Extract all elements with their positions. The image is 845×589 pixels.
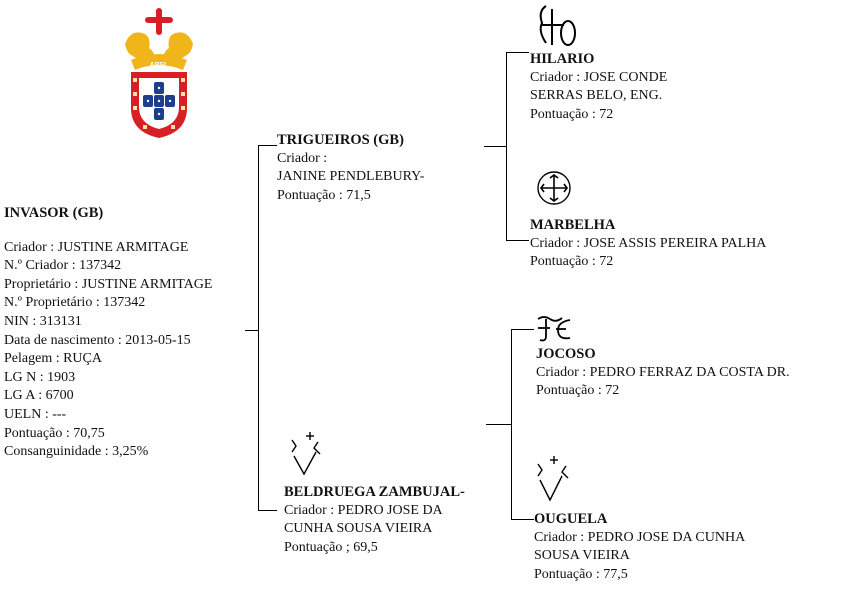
marbelha-brand-mark-icon: [537, 171, 571, 205]
sire-sire-line: Pontuação : 72: [530, 106, 614, 122]
sire-dam-name: MARBELHA: [530, 217, 616, 233]
subject-line: Pontuação : 70,75: [4, 425, 105, 441]
subject-line: Data de nascimento : 2013-05-15: [4, 332, 191, 348]
jocoso-brand-mark-icon: [537, 316, 571, 342]
dam-sire-name: JOCOSO: [536, 346, 596, 362]
dam-dam-line: SOUSA VIEIRA: [534, 548, 630, 564]
sire-line: Pontuação : 71,5: [277, 187, 371, 203]
subject-line: NIN : 313131: [4, 313, 82, 329]
subject-line: Criador : JUSTINE ARMITAGE: [4, 239, 189, 255]
dam-dam-line: Criador : PEDRO JOSE DA CUNHA: [534, 529, 746, 545]
hilario-brand-mark-icon: [539, 5, 576, 46]
sire-line: Criador :: [277, 150, 328, 166]
dam-dam-line: Pontuação : 77,5: [534, 566, 628, 582]
connector-main-bottom: [258, 510, 277, 511]
dam-line: Pontuação ; 69,5: [284, 539, 378, 555]
sire-dam-line: Criador : JOSE ASSIS PEREIRA PALHA: [530, 235, 767, 251]
dam-sire-line: Pontuação : 72: [536, 383, 620, 399]
sire-sire-block: HILARIO Criador : JOSE CONDE SERRAS BELO…: [530, 50, 667, 124]
connector-dam-bottom: [511, 519, 534, 520]
subject-line: UELN : ---: [4, 406, 67, 422]
connector-sire-bottom: [506, 240, 529, 241]
subject-line: Consanguinidade : 3,25%: [4, 444, 149, 460]
dam-brand-mark-icon: [291, 432, 321, 476]
connector-dam-vertical: [511, 329, 512, 519]
subject-line: N.º Proprietário : 137342: [4, 295, 146, 311]
connector-main-vertical: [258, 145, 259, 510]
connector-subject: [245, 330, 259, 331]
ouguela-brand-mark-icon: [537, 456, 569, 502]
dam-dam-name: OUGUELA: [534, 511, 608, 527]
sire-sire-line: Criador : JOSE CONDE: [530, 69, 668, 85]
connector-sire-link: [484, 146, 506, 147]
sire-dam-line: Pontuação : 72: [530, 254, 614, 270]
dam-sire-block: JOCOSO Criador : PEDRO FERRAZ DA COSTA D…: [536, 345, 790, 401]
connector-dam-link: [486, 424, 511, 425]
dam-dam-block: OUGUELA Criador : PEDRO JOSE DA CUNHA SO…: [534, 510, 745, 584]
dam-sire-line: Criador : PEDRO FERRAZ DA COSTA DR.: [536, 364, 790, 380]
sire-name: TRIGUEIROS (GB): [277, 132, 404, 148]
subject-line: Pelagem : RUÇA: [4, 351, 102, 367]
connector-sire-top: [506, 52, 529, 53]
sire-block: TRIGUEIROS (GB) Criador : JANINE PENDLEB…: [277, 131, 424, 205]
subject-line: N.º Criador : 137342: [4, 258, 122, 274]
sire-sire-name: HILARIO: [530, 51, 595, 67]
sire-sire-line: SERRAS BELO, ENG.: [530, 88, 663, 104]
connector-sire-vertical: [506, 52, 507, 240]
subject-line: Proprietário : JUSTINE ARMITAGE: [4, 276, 213, 292]
logo-text: APSL: [150, 62, 169, 69]
dam-line: CUNHA SOUSA VIEIRA: [284, 521, 433, 537]
subject-line: LG A : 6700: [4, 388, 74, 404]
sire-dam-block: MARBELHA Criador : JOSE ASSIS PEREIRA PA…: [530, 216, 766, 272]
subject-line: LG N : 1903: [4, 369, 76, 385]
connector-dam-top: [511, 329, 534, 330]
dam-line: Criador : PEDRO JOSE DA: [284, 502, 443, 518]
subject-name: INVASOR (GB): [4, 205, 104, 221]
connector-main-top: [258, 145, 277, 146]
sire-line: JANINE PENDLEBURY-: [277, 169, 425, 185]
apsl-coat-of-arms-icon: APSL: [125, 8, 193, 138]
dam-block: BELDRUEGA ZAMBUJAL- Criador : PEDRO JOSE…: [284, 483, 465, 557]
dam-name: BELDRUEGA ZAMBUJAL-: [284, 484, 465, 500]
subject-block: INVASOR (GB) Criador : JUSTINE ARMITAGE …: [4, 204, 212, 462]
